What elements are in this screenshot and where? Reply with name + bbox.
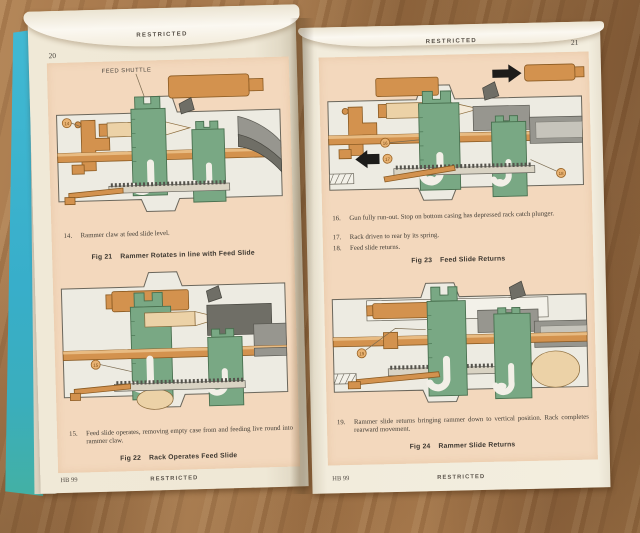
svg-text:14: 14	[64, 121, 70, 126]
caption-item-18: 18. Feed slide returns.	[332, 243, 401, 253]
breech-block-dark	[237, 134, 282, 173]
arrow-right-icon	[492, 64, 522, 83]
lever-post	[69, 392, 81, 402]
manual-page-left: RESTRICTED 20 FEED SHUTTLE	[27, 4, 309, 494]
page-number: 20	[48, 51, 57, 61]
breech-block	[253, 322, 287, 349]
feed-shuttle-label: FEED SHUTTLE	[102, 67, 152, 74]
caption-item-15: 15. Feed slide operates, removing empty …	[69, 425, 293, 446]
caption-item-14: 14. Rammer claw at feed slide level.	[64, 227, 286, 241]
bottom-lever	[73, 383, 132, 395]
fig24-diagram: 19	[331, 280, 589, 403]
case-rim	[105, 294, 113, 310]
page-gutter-shadow	[290, 18, 314, 494]
feed-claw-slot	[492, 363, 515, 396]
page-number: 21	[570, 37, 579, 47]
lever-post	[347, 381, 361, 390]
rammer-slide	[130, 107, 168, 197]
rack-catch-pawl	[178, 97, 195, 115]
rammer-claw-slot	[426, 355, 451, 392]
rack-teeth	[395, 162, 533, 170]
arrow-left-icon	[355, 150, 380, 169]
round-base	[98, 123, 108, 137]
page-header-restricted: RESTRICTED	[136, 31, 188, 39]
ejected-case-neck	[574, 66, 585, 78]
svg-text:15: 15	[93, 363, 99, 368]
cartridge-case	[372, 301, 436, 320]
bottom-lever	[383, 164, 456, 183]
claw-tip	[496, 382, 507, 391]
svg-text:18: 18	[559, 171, 565, 176]
fig23-diagram: 16 17 18	[327, 63, 585, 201]
cartridge-case	[167, 73, 250, 99]
bottom-lever	[68, 187, 124, 200]
case-rim	[366, 305, 374, 317]
fig22-diagram: 15	[60, 271, 289, 410]
round-body	[144, 311, 196, 328]
rod-coupling	[382, 331, 399, 350]
feed-slide	[490, 120, 528, 198]
caption-item-19: 19. Rammer slide returns bringing rammer…	[336, 413, 589, 434]
feed-slide	[493, 312, 533, 400]
lever-post	[64, 196, 76, 206]
rack-catch-pawl	[482, 81, 500, 101]
marker-18	[556, 168, 566, 178]
caption-number: 15.	[69, 430, 78, 438]
printed-panel: FEED SHUTTLE	[46, 56, 301, 474]
svg-text:19: 19	[359, 351, 365, 356]
ejected-case	[524, 63, 576, 82]
footer-restricted: RESTRICTED	[150, 475, 199, 483]
caption-text: Feed slide operates, removing empty case…	[86, 424, 294, 445]
caption-item-16: 16. Gun fully run-out. Stop on bottom ca…	[332, 210, 555, 223]
claw-tip	[424, 175, 436, 184]
bracket-foot	[71, 164, 85, 175]
caption-number: 14.	[63, 232, 73, 240]
marker-19	[356, 348, 367, 359]
round-base	[377, 103, 388, 119]
printed-panel: 16 17 18 16. Gun fully run-out. Stop on …	[318, 51, 598, 466]
rack-teeth	[116, 377, 244, 386]
bracket-knob	[341, 107, 349, 115]
cartridge-case-neck	[248, 77, 264, 92]
rack-catch-pawl	[508, 280, 527, 300]
fig21-diagram: FEED SHUTTLE	[56, 67, 283, 213]
rack-teeth	[110, 180, 228, 188]
rod-highlight	[57, 147, 281, 157]
claw-tip	[495, 178, 505, 186]
svg-text:17: 17	[385, 157, 391, 162]
page-header-restricted: RESTRICTED	[425, 38, 478, 46]
manual-page-right: RESTRICTED 21	[302, 21, 611, 494]
caption-text: Rammer claw at feed slide level.	[80, 229, 170, 240]
svg-text:16: 16	[383, 141, 389, 146]
barrel-bore	[535, 120, 583, 139]
marker-17	[382, 153, 393, 164]
barrel-rod	[253, 346, 288, 357]
bracket-foot	[338, 149, 352, 160]
footer-restricted: RESTRICTED	[437, 473, 486, 482]
rack-catch-pawl	[205, 285, 223, 303]
